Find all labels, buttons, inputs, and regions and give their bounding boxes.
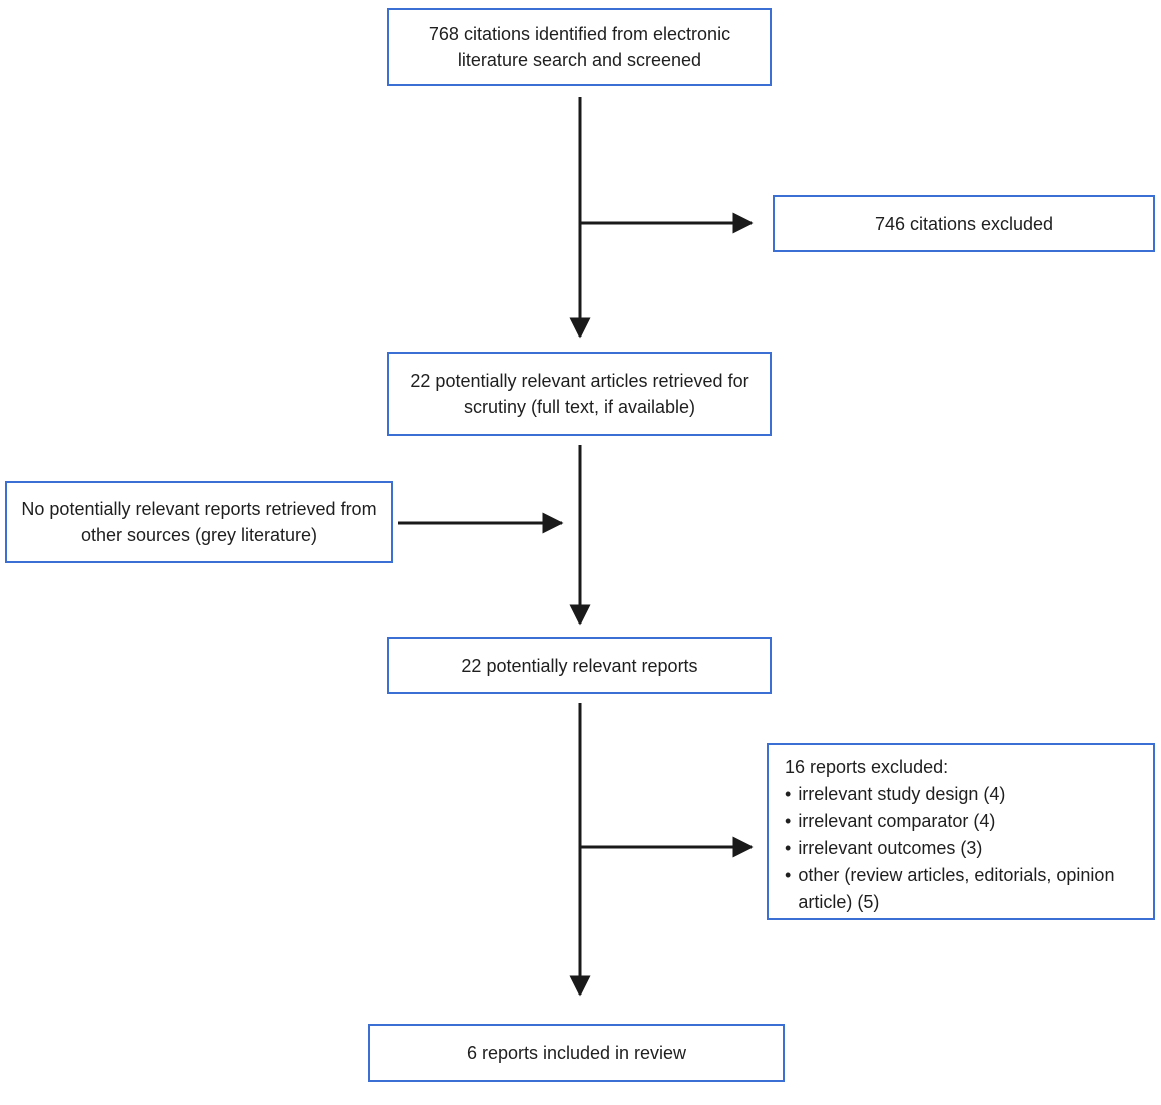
- node-relevant-reports-label: 22 potentially relevant reports: [461, 655, 698, 676]
- bullet-glyph: •: [785, 784, 792, 804]
- node-citations-excluded: 746 citations excluded: [773, 195, 1155, 252]
- node-grey-literature-label: No potentially relevant reports retrieve…: [21, 499, 377, 545]
- exclusion-reason: • irrelevant study design (4): [785, 781, 1137, 808]
- bullet-glyph: •: [785, 811, 792, 831]
- node-grey-literature: No potentially relevant reports retrieve…: [5, 481, 393, 563]
- node-citations-identified-label: 768 citations identified from electronic…: [428, 24, 731, 70]
- node-citations-identified: 768 citations identified from electronic…: [387, 8, 772, 86]
- exclusion-reason: • irrelevant outcomes (3): [785, 835, 1137, 862]
- exclusion-reason-label: irrelevant study design (4): [798, 784, 1006, 804]
- node-reports-included: 6 reports included in review: [368, 1024, 785, 1082]
- bullet-glyph: •: [785, 865, 792, 885]
- node-relevant-reports: 22 potentially relevant reports: [387, 637, 772, 694]
- exclusion-reason-label: other (review articles, editorials, opin…: [798, 865, 1115, 912]
- bullet-glyph: •: [785, 838, 792, 858]
- node-citations-excluded-label: 746 citations excluded: [874, 213, 1054, 234]
- node-reports-excluded: 16 reports excluded: • irrelevant study …: [767, 743, 1155, 920]
- exclusion-reason: • irrelevant comparator (4): [785, 808, 1137, 835]
- exclusion-reason: • other (review articles, editorials, op…: [785, 862, 1137, 916]
- node-reports-excluded-title: 16 reports excluded:: [785, 757, 949, 777]
- node-articles-retrieved: 22 potentially relevant articles retriev…: [387, 352, 772, 436]
- exclusion-reason-label: irrelevant outcomes (3): [798, 838, 983, 858]
- node-reports-included-label: 6 reports included in review: [466, 1043, 687, 1063]
- exclusion-reason-list: • irrelevant study design (4) • irreleva…: [785, 781, 1137, 916]
- exclusion-reason-label: irrelevant comparator (4): [798, 811, 996, 831]
- node-articles-retrieved-label: 22 potentially relevant articles retriev…: [410, 371, 749, 417]
